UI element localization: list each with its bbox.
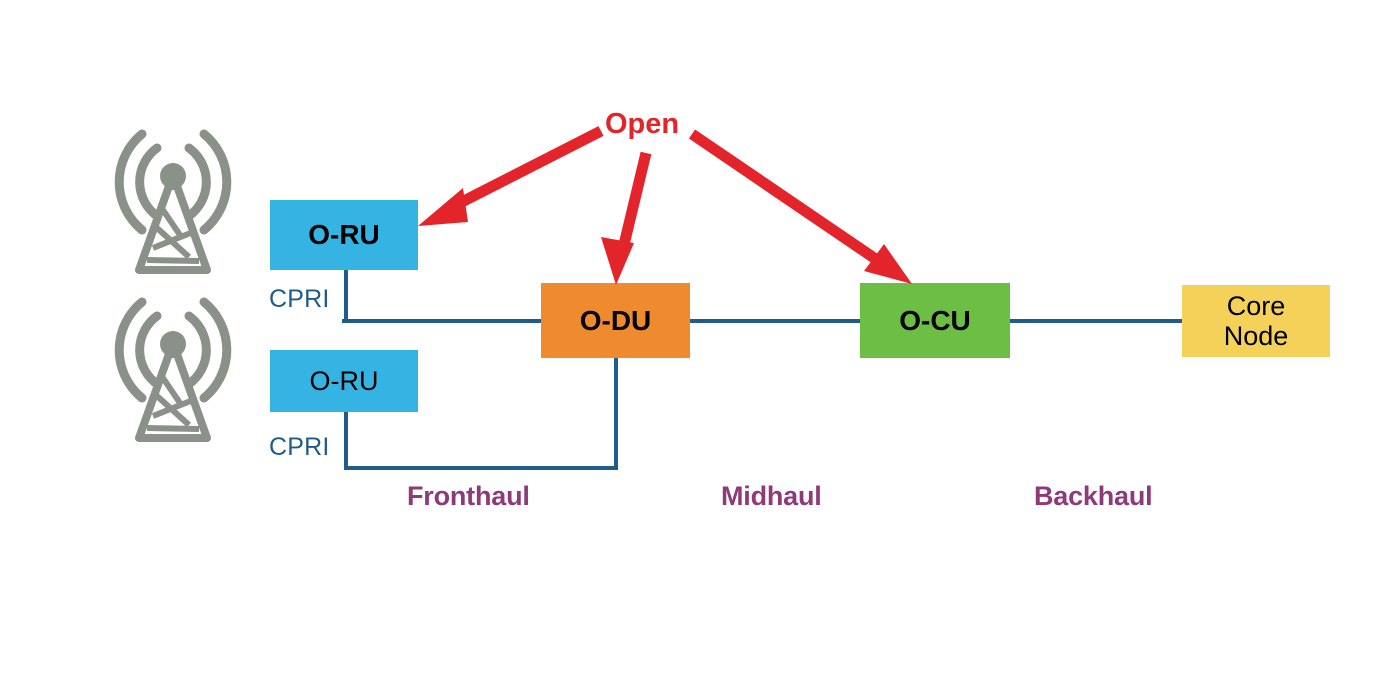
segment-label-midhaul: Midhaul [721, 481, 822, 511]
node-core[interactable]: Core Node [1182, 285, 1330, 357]
cell-tower-icon [113, 120, 233, 289]
segment-label-backhaul: Backhaul [1034, 481, 1153, 511]
node-oru-bottom[interactable]: O-RU [270, 350, 418, 412]
link-label-cpri-bottom: CPRI [269, 433, 330, 461]
node-ocu[interactable]: O-CU [860, 283, 1010, 358]
node-oru-top[interactable]: O-RU [270, 200, 418, 270]
open-annotation-label: Open [605, 108, 680, 140]
link-label-cpri-top: CPRI [269, 285, 330, 313]
segment-label-fronthaul: Fronthaul [407, 481, 530, 511]
cell-tower-icon [113, 288, 233, 457]
node-odu[interactable]: O-DU [541, 283, 690, 358]
link-oru-bottom-to-odu [344, 356, 618, 470]
